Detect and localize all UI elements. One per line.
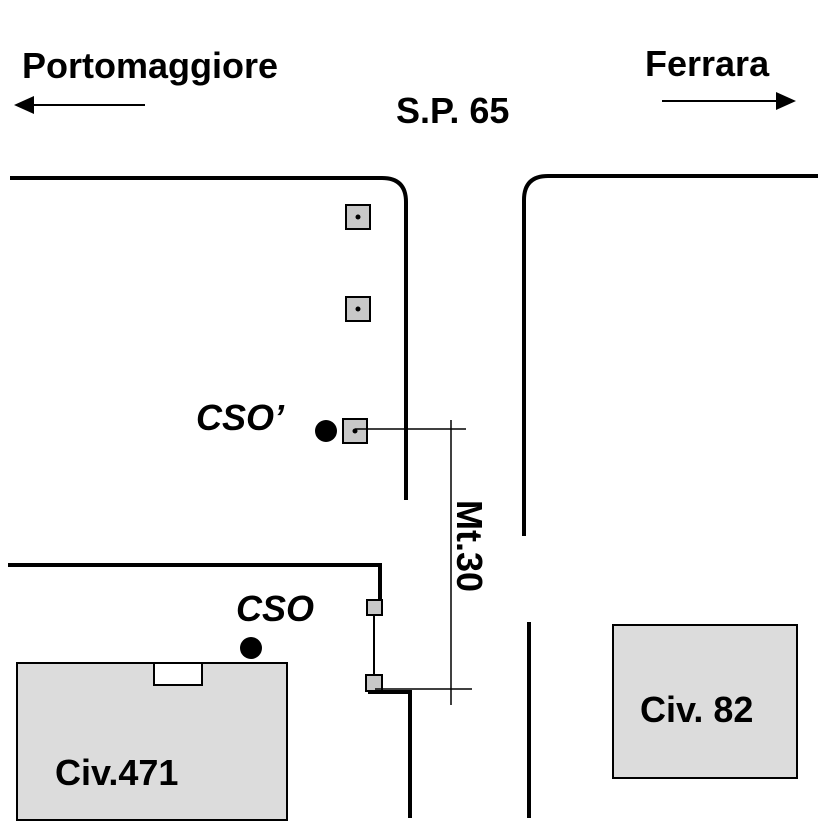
post-marker-4 [366, 599, 383, 616]
cso-prime-point [315, 420, 337, 442]
distance-dimension [355, 420, 472, 705]
post-marker-5 [365, 674, 383, 692]
cso-point [240, 637, 262, 659]
post-marker-1 [345, 204, 371, 230]
civ-82-label: Civ. 82 [640, 689, 753, 730]
building-civ-82 [612, 624, 798, 779]
building-civ-471 [16, 662, 288, 821]
road-edge-top-right [522, 174, 818, 536]
cso-label: CSO [236, 588, 314, 629]
road-edge-lower-left [8, 563, 382, 600]
right-town-label: Ferrara [645, 43, 770, 84]
civ-471-label: Civ.471 [55, 752, 178, 793]
left-town-label: Portomaggiore [22, 45, 278, 86]
road-edge-top-left [10, 176, 408, 500]
arrow-left-icon [14, 96, 145, 114]
cso-prime-label: CSO’ [196, 397, 285, 438]
post-marker-3 [342, 418, 368, 444]
road-label: S.P. 65 [396, 90, 509, 131]
building-entrance [153, 662, 203, 686]
arrow-right-icon [662, 92, 796, 110]
distance-label: Mt.30 [449, 500, 490, 592]
road-edge-bottom-left [368, 690, 412, 818]
post-marker-2 [345, 296, 371, 322]
